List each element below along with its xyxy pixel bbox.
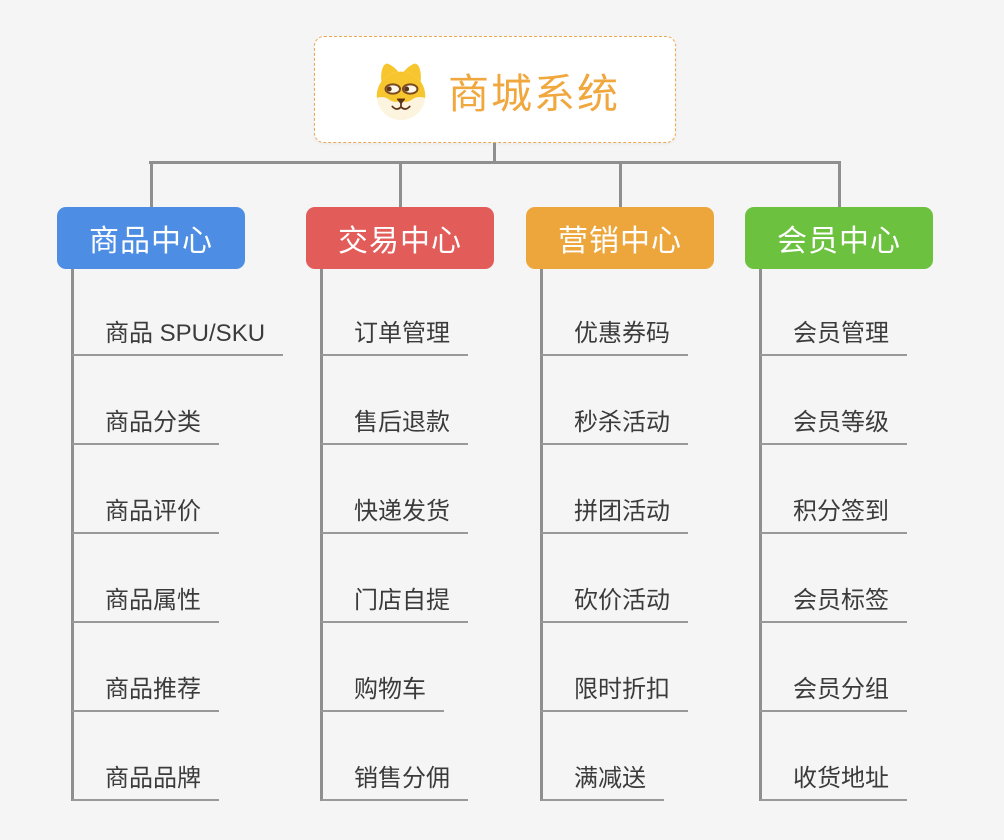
child-node-label: 售后退款 (354, 409, 450, 436)
child-node[interactable]: 积分签到 (760, 497, 907, 534)
child-node-label: 会员分组 (793, 676, 889, 703)
child-node-label: 商品评价 (105, 498, 201, 525)
dog-face-icon (376, 63, 426, 120)
child-node[interactable]: 砍价活动 (541, 586, 688, 623)
child-node-label: 门店自提 (354, 587, 450, 614)
child-node-label: 会员等级 (793, 409, 889, 436)
branch-header-label: 营销中心 (558, 225, 682, 258)
branch-header-label: 会员中心 (777, 225, 901, 258)
child-node[interactable]: 商品 SPU/SKU (72, 319, 284, 356)
root-node[interactable]: 商城系统 (314, 36, 676, 143)
connector-root-stem (493, 143, 496, 162)
branch-header[interactable]: 营销中心 (526, 207, 714, 269)
connector-branch-drop (838, 161, 841, 207)
branch-trunk-line (540, 269, 543, 801)
branch-children: 优惠券码 秒杀活动 拼团活动 砍价活动 限时折扣 满减送 (541, 319, 688, 801)
child-node[interactable]: 销售分佣 (321, 764, 468, 801)
child-node-label: 订单管理 (354, 320, 450, 347)
child-node[interactable]: 会员分组 (760, 675, 907, 712)
child-node[interactable]: 会员标签 (760, 586, 907, 623)
branch-children: 会员管理 会员等级 积分签到 会员标签 会员分组 收货地址 (760, 319, 907, 801)
child-node[interactable]: 商品属性 (72, 586, 219, 623)
child-node-label: 秒杀活动 (574, 409, 670, 436)
child-node[interactable]: 收货地址 (760, 764, 907, 801)
branch-column: 营销中心 优惠券码 秒杀活动 拼团活动 砍价活动 限时折扣 满减送 (526, 161, 714, 807)
branch-trunk-line (759, 269, 762, 801)
branch-column: 商品中心 商品 SPU/SKU 商品分类 商品评价 商品属性 商品推荐 商品品牌 (57, 161, 284, 807)
branch-header-label: 交易中心 (338, 225, 462, 258)
child-node-label: 商品属性 (105, 587, 201, 614)
child-node-label: 会员标签 (793, 587, 889, 614)
branch-trunk-line (320, 269, 323, 801)
child-node[interactable]: 限时折扣 (541, 675, 688, 712)
branch-header-label: 商品中心 (89, 225, 213, 258)
branch-header[interactable]: 交易中心 (306, 207, 494, 269)
child-node[interactable]: 商品推荐 (72, 675, 219, 712)
child-node[interactable]: 会员等级 (760, 408, 907, 445)
child-node[interactable]: 购物车 (321, 675, 444, 712)
child-node-label: 商品品牌 (105, 765, 201, 792)
child-node-label: 砍价活动 (574, 587, 670, 614)
child-node-label: 商品推荐 (105, 676, 201, 703)
child-node[interactable]: 订单管理 (321, 319, 468, 356)
root-title: 商城系统 (448, 70, 620, 117)
child-node-label: 销售分佣 (354, 765, 450, 792)
child-node[interactable]: 商品品牌 (72, 764, 219, 801)
child-node-label: 限时折扣 (574, 676, 670, 703)
child-node[interactable]: 商品分类 (72, 408, 219, 445)
child-node[interactable]: 拼团活动 (541, 497, 688, 534)
branch-column: 交易中心 订单管理 售后退款 快递发货 门店自提 购物车 销售分佣 (306, 161, 494, 807)
child-node-label: 商品分类 (105, 409, 201, 436)
child-node[interactable]: 商品评价 (72, 497, 219, 534)
child-node-label: 满减送 (574, 765, 646, 792)
child-node[interactable]: 售后退款 (321, 408, 468, 445)
child-node-label: 快递发货 (354, 498, 450, 525)
connector-horizontal-bar (149, 161, 841, 164)
child-node[interactable]: 快递发货 (321, 497, 468, 534)
child-node[interactable]: 门店自提 (321, 586, 468, 623)
branch-children: 订单管理 售后退款 快递发货 门店自提 购物车 销售分佣 (321, 319, 468, 801)
connector-branch-drop (619, 161, 622, 207)
child-node-label: 收货地址 (793, 765, 889, 792)
branch-trunk-line (71, 269, 74, 801)
child-node[interactable]: 会员管理 (760, 319, 907, 356)
connector-branch-drop (150, 161, 153, 207)
child-node-label: 优惠券码 (574, 320, 670, 347)
child-node-label: 积分签到 (793, 498, 889, 525)
branch-children: 商品 SPU/SKU 商品分类 商品评价 商品属性 商品推荐 商品品牌 (72, 319, 284, 801)
child-node-label: 购物车 (354, 676, 426, 703)
branch-column: 会员中心 会员管理 会员等级 积分签到 会员标签 会员分组 收货地址 (745, 161, 933, 807)
child-node[interactable]: 满减送 (541, 764, 664, 801)
branch-header[interactable]: 会员中心 (745, 207, 933, 269)
child-node[interactable]: 秒杀活动 (541, 408, 688, 445)
child-node-label: 拼团活动 (574, 498, 670, 525)
child-node-label: 商品 SPU/SKU (105, 320, 266, 347)
child-node[interactable]: 优惠券码 (541, 319, 688, 356)
child-node-label: 会员管理 (793, 320, 889, 347)
branch-header[interactable]: 商品中心 (57, 207, 245, 269)
connector-branch-drop (399, 161, 402, 207)
